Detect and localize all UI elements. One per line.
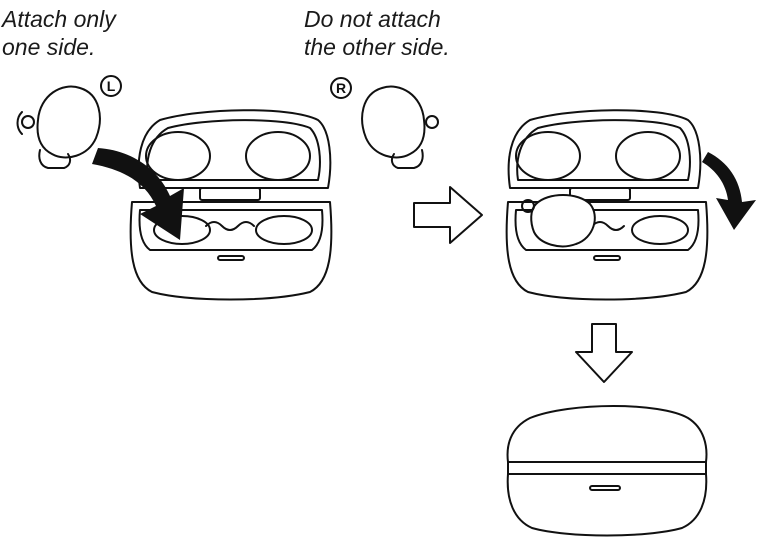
closed-case [506, 405, 708, 537]
left-earbud [16, 85, 101, 169]
open-case-step1 [129, 109, 333, 301]
case-charge-led [217, 255, 245, 261]
caption-right-line2: the other side. [304, 34, 450, 60]
caption-right-line1: Do not attach [304, 6, 441, 32]
right-earbud-nozzle [390, 149, 424, 169]
caption-left-line2: one side. [2, 34, 96, 60]
insert-earbud-arrow-icon [92, 148, 184, 240]
caption-attach-one-side: Attach only one side. [2, 5, 116, 61]
open-case-step2 [505, 109, 709, 301]
closed-case-lid [506, 405, 708, 463]
right-earbud [361, 85, 439, 169]
seated-earbud [530, 194, 596, 248]
close-lid-arrow-icon [702, 152, 756, 230]
left-earbud-nozzle [38, 149, 72, 169]
lid-cavity-right [245, 131, 311, 181]
left-earbud-body [36, 85, 101, 159]
right-side-letter: R [336, 80, 346, 96]
case-lid [507, 109, 702, 189]
base-cavity-right [631, 215, 689, 245]
right-earbud-sensor [425, 115, 439, 129]
case-hinge [569, 187, 631, 201]
closed-case-base [506, 473, 708, 537]
step-arrow-down-icon [575, 323, 633, 383]
lid-cavity-left [515, 131, 581, 181]
case-base-rim [138, 209, 324, 251]
lid-cavity-right [615, 131, 681, 181]
case-base [129, 201, 333, 301]
right-side-mark-icon [330, 77, 352, 99]
case-charge-led [593, 255, 621, 261]
case-base [505, 201, 709, 301]
left-side-mark-icon [100, 75, 122, 97]
left-side-letter: L [107, 78, 116, 94]
base-cavity-right [255, 215, 313, 245]
seated-earbud-sensor [521, 199, 535, 213]
left-earbud-sensor [21, 115, 35, 129]
left-earbud-tip [16, 111, 23, 135]
caption-do-not-attach-other: Do not attach the other side. [304, 5, 450, 61]
case-lid-inner [516, 119, 691, 181]
base-center-bump [205, 221, 255, 231]
closed-case-led [589, 485, 621, 491]
step-arrow-right-icon [413, 186, 483, 244]
base-center-bump [591, 221, 625, 231]
right-earbud-body [361, 85, 426, 159]
case-base-rim [514, 209, 700, 251]
base-cavity-left [153, 215, 211, 245]
caption-left-line1: Attach only [2, 6, 116, 32]
case-lid [137, 109, 332, 189]
closed-case-seam [507, 461, 707, 475]
lid-cavity-left [145, 131, 211, 181]
case-hinge [199, 187, 261, 201]
case-lid-inner [146, 119, 321, 181]
